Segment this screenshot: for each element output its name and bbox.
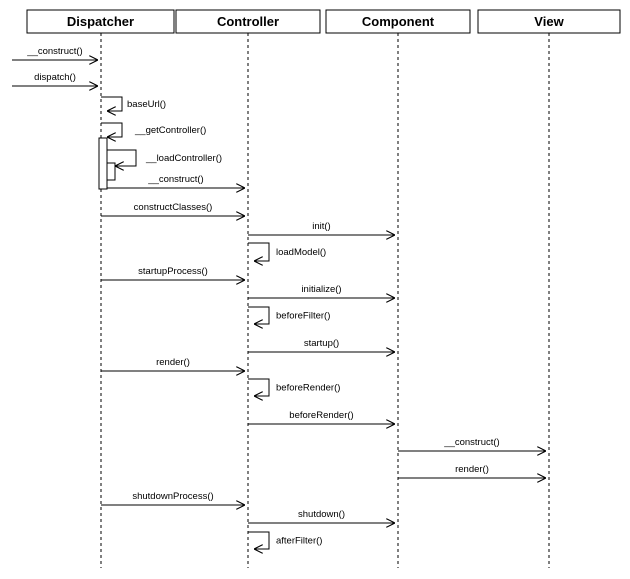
message-arrow xyxy=(248,378,270,396)
lifeline-component: Component xyxy=(325,9,471,568)
message-label: __getController() xyxy=(134,125,206,136)
message-label: beforeFilter() xyxy=(276,311,330,322)
message-8: init() xyxy=(248,221,395,235)
lifelines: Dispatcher Controller Component View xyxy=(26,9,621,568)
message-3: baseUrl() xyxy=(101,96,166,111)
message-label: __construct() xyxy=(147,174,203,185)
message-label: dispatch() xyxy=(34,72,76,83)
message-label: __construct() xyxy=(26,46,82,57)
message-arrow xyxy=(107,149,137,166)
message-20: shutdown() xyxy=(248,509,395,523)
activation-bar-dispatcher xyxy=(98,137,108,190)
lifeline-controller: Controller xyxy=(175,9,321,568)
message-label: __construct() xyxy=(443,437,499,448)
message-19: shutdownProcess() xyxy=(101,491,245,505)
message-arrow xyxy=(101,122,123,137)
message-2: dispatch() xyxy=(12,72,98,86)
message-7: constructClasses() xyxy=(101,202,245,216)
message-4: __getController() xyxy=(101,122,206,137)
message-13: startup() xyxy=(248,338,395,352)
message-label: beforeRender() xyxy=(276,383,340,394)
message-label: render() xyxy=(156,357,190,368)
message-16: beforeRender() xyxy=(248,410,395,424)
lifeline-title-controller: Controller xyxy=(217,14,279,29)
message-label: __loadController() xyxy=(145,153,222,164)
lifeline-header-view xyxy=(477,9,621,34)
message-label: render() xyxy=(455,464,489,475)
lifeline-title-dispatcher: Dispatcher xyxy=(67,14,134,29)
message-arrow xyxy=(248,242,270,261)
lifeline-title-component: Component xyxy=(362,14,435,29)
lifeline-dispatcher: Dispatcher xyxy=(26,9,175,568)
messages: __construct() dispatch() baseUrl() __getCon… xyxy=(12,46,546,549)
message-label: loadModel() xyxy=(276,247,326,258)
message-11: initialize() xyxy=(248,284,395,298)
activation-bar-dispatcher-nested xyxy=(106,162,116,181)
message-label: afterFilter() xyxy=(276,536,322,547)
message-label: shutdown() xyxy=(298,509,345,520)
lifeline-header-controller xyxy=(175,9,321,34)
message-arrow xyxy=(248,306,270,324)
lifeline-title-view: View xyxy=(534,14,564,29)
message-10: startupProcess() xyxy=(101,266,245,280)
message-17: __construct() xyxy=(398,437,546,451)
message-label: baseUrl() xyxy=(127,99,166,110)
message-label: shutdownProcess() xyxy=(132,491,213,502)
message-label: beforeRender() xyxy=(289,410,353,421)
message-12: beforeFilter() xyxy=(248,306,330,324)
lifeline-view: View xyxy=(477,9,621,568)
message-5: __loadController() xyxy=(107,149,222,166)
activations xyxy=(98,137,116,190)
message-label: init() xyxy=(312,221,330,232)
lifeline-header-component xyxy=(325,9,471,34)
message-arrow xyxy=(248,531,270,549)
message-label: initialize() xyxy=(301,284,341,295)
message-label: startup() xyxy=(304,338,339,349)
message-14: render() xyxy=(101,357,245,371)
message-21: afterFilter() xyxy=(248,531,322,549)
lifeline-header-dispatcher xyxy=(26,9,175,34)
message-1: __construct() xyxy=(12,46,98,60)
message-label: constructClasses() xyxy=(134,202,213,213)
message-6: __construct() xyxy=(107,174,245,188)
message-15: beforeRender() xyxy=(248,378,340,396)
message-18: render() xyxy=(398,464,546,478)
message-label: startupProcess() xyxy=(138,266,208,277)
message-9: loadModel() xyxy=(248,242,326,261)
message-arrow xyxy=(101,96,123,111)
